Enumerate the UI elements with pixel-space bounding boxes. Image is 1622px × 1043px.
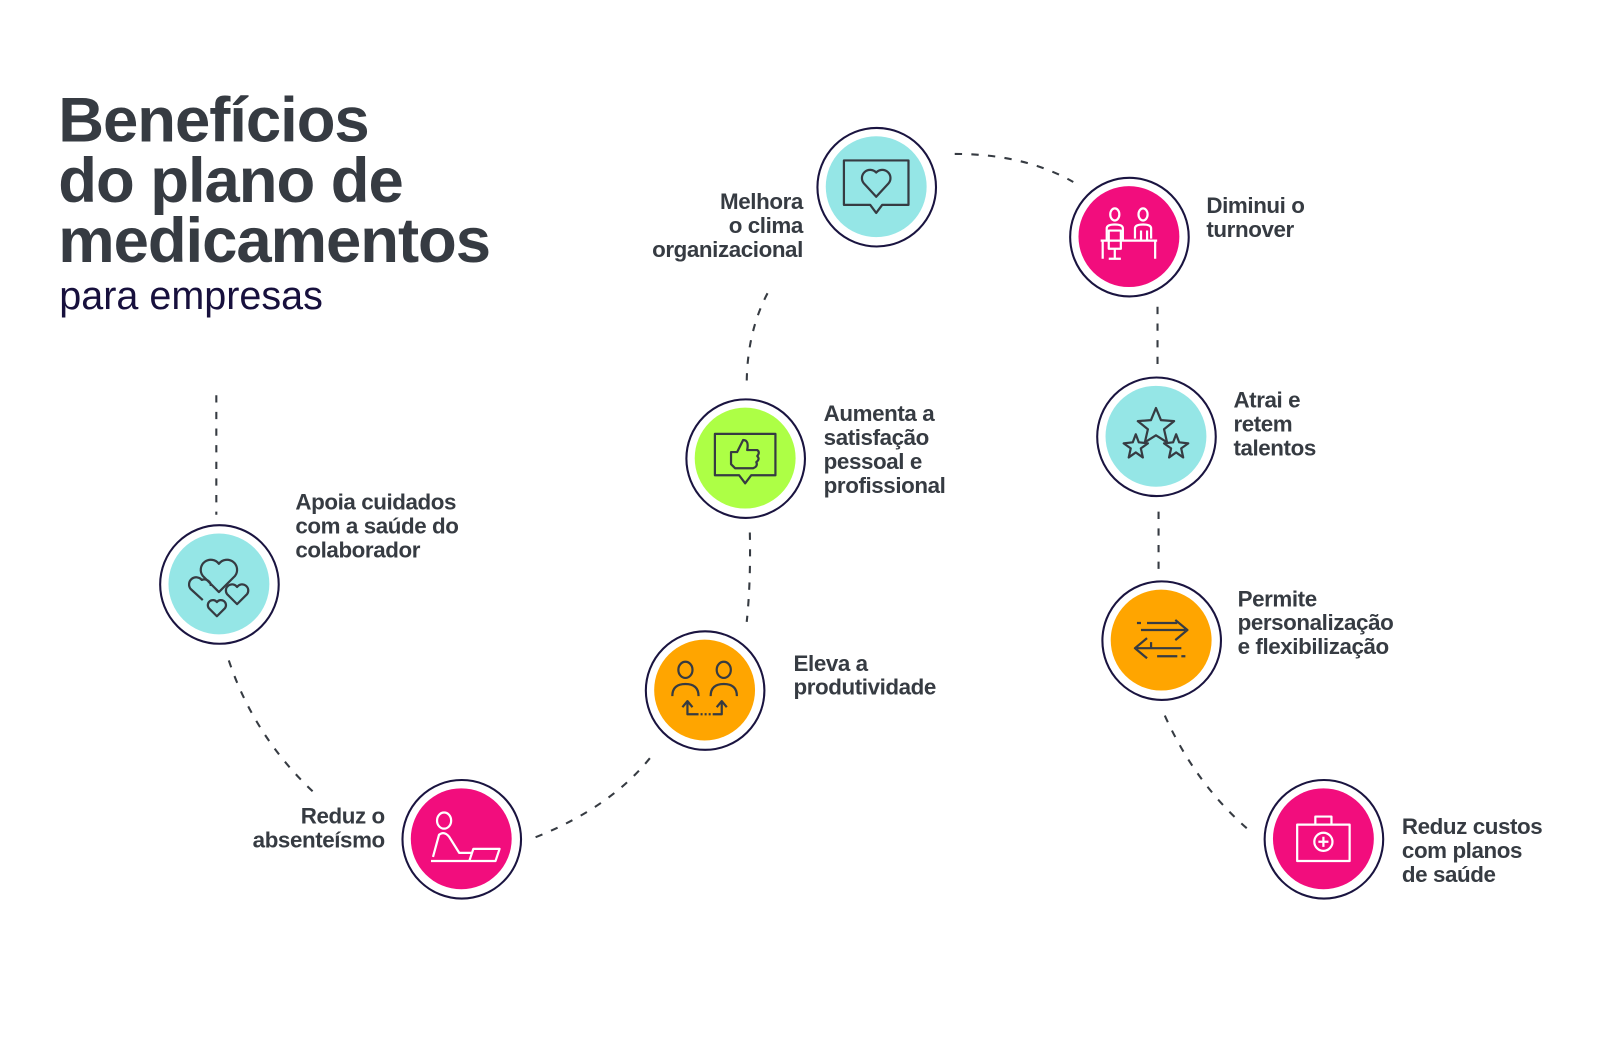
page-subtitle: para empresas bbox=[59, 274, 323, 319]
label-line: Atrai e bbox=[1233, 387, 1301, 413]
label-line: turnover bbox=[1206, 217, 1294, 243]
benefit-node-absenteeism bbox=[401, 778, 523, 900]
label-line: Melhora bbox=[720, 189, 803, 215]
connector-line bbox=[745, 532, 752, 623]
label-line: satisfação bbox=[823, 425, 930, 451]
page-title: Benefícios do plano de medicamentos bbox=[58, 84, 491, 276]
label-line: Permite bbox=[1237, 586, 1318, 612]
label-line: com planos bbox=[1401, 838, 1523, 864]
benefit-node-health-care bbox=[159, 524, 280, 645]
label-line: profissional bbox=[823, 473, 946, 499]
label-line: e flexibilização bbox=[1237, 634, 1390, 660]
swap-arrows-icon bbox=[1133, 619, 1189, 660]
label-line: com a saúde do bbox=[295, 513, 459, 539]
benefit-label: Reduz custos com planos de saúde bbox=[1401, 814, 1543, 888]
title-line: medicamentos bbox=[58, 204, 491, 276]
label-line: Apoia cuidados bbox=[295, 489, 457, 515]
benefit-node-turnover bbox=[1069, 176, 1190, 298]
hearts-icon bbox=[187, 558, 250, 618]
label-line: absenteísmo bbox=[252, 827, 386, 853]
connector-line bbox=[954, 152, 1074, 183]
benefit-node-flexibility bbox=[1101, 580, 1222, 701]
person-at-laptop-icon bbox=[430, 811, 501, 863]
label-line: personalização bbox=[1237, 610, 1394, 636]
benefit-node-health-costs bbox=[1263, 778, 1385, 900]
label-line: Reduz o bbox=[300, 803, 385, 829]
benefit-label: Apoia cuidados com a saúde do colaborado… bbox=[295, 489, 459, 563]
connector-line bbox=[1163, 715, 1252, 833]
label-line: produtividade bbox=[793, 674, 937, 700]
medical-kit-icon bbox=[1296, 815, 1351, 863]
benefit-label: Reduz o absenteísmo bbox=[252, 803, 386, 853]
label-line: talentos bbox=[1233, 435, 1316, 461]
label-line: o clima bbox=[728, 213, 804, 239]
thumbs-up-message-icon bbox=[713, 432, 777, 485]
benefit-node-climate bbox=[816, 126, 938, 248]
benefit-label: Diminui o turnover bbox=[1206, 193, 1305, 243]
benefit-label: Melhora o clima organizacional bbox=[652, 190, 803, 262]
benefit-label: Eleva a produtividade bbox=[793, 651, 937, 700]
benefit-node-satisfaction bbox=[685, 398, 806, 519]
people-at-desk-icon bbox=[1100, 207, 1158, 260]
connector-line bbox=[227, 660, 318, 797]
title-line: do plano de bbox=[58, 144, 404, 216]
connector-line bbox=[535, 753, 654, 839]
heart-message-icon bbox=[842, 159, 910, 215]
label-line: organizacional bbox=[652, 237, 803, 263]
title-line: Benefícios bbox=[58, 84, 369, 155]
label-line: Diminui o bbox=[1206, 193, 1305, 219]
label-line: de saúde bbox=[1401, 862, 1496, 888]
benefit-node-productivity bbox=[644, 630, 766, 751]
benefit-node-talent bbox=[1096, 376, 1217, 498]
label-line: colaborador bbox=[295, 537, 421, 563]
benefit-label: Atrai e retem talentos bbox=[1233, 387, 1316, 461]
team-exchange-icon bbox=[671, 660, 738, 716]
label-line: pessoal e bbox=[823, 449, 923, 475]
benefit-label: Permite personalização e flexibilização bbox=[1237, 586, 1394, 660]
label-line: Eleva a bbox=[793, 651, 869, 676]
connector-line bbox=[745, 292, 769, 385]
stars-icon bbox=[1122, 406, 1190, 459]
label-line: Reduz custos bbox=[1401, 814, 1543, 840]
label-line: retem bbox=[1233, 411, 1293, 437]
benefit-label: Aumenta a satisfação pessoal e profissio… bbox=[824, 402, 946, 498]
label-line: Aumenta a bbox=[823, 401, 935, 427]
